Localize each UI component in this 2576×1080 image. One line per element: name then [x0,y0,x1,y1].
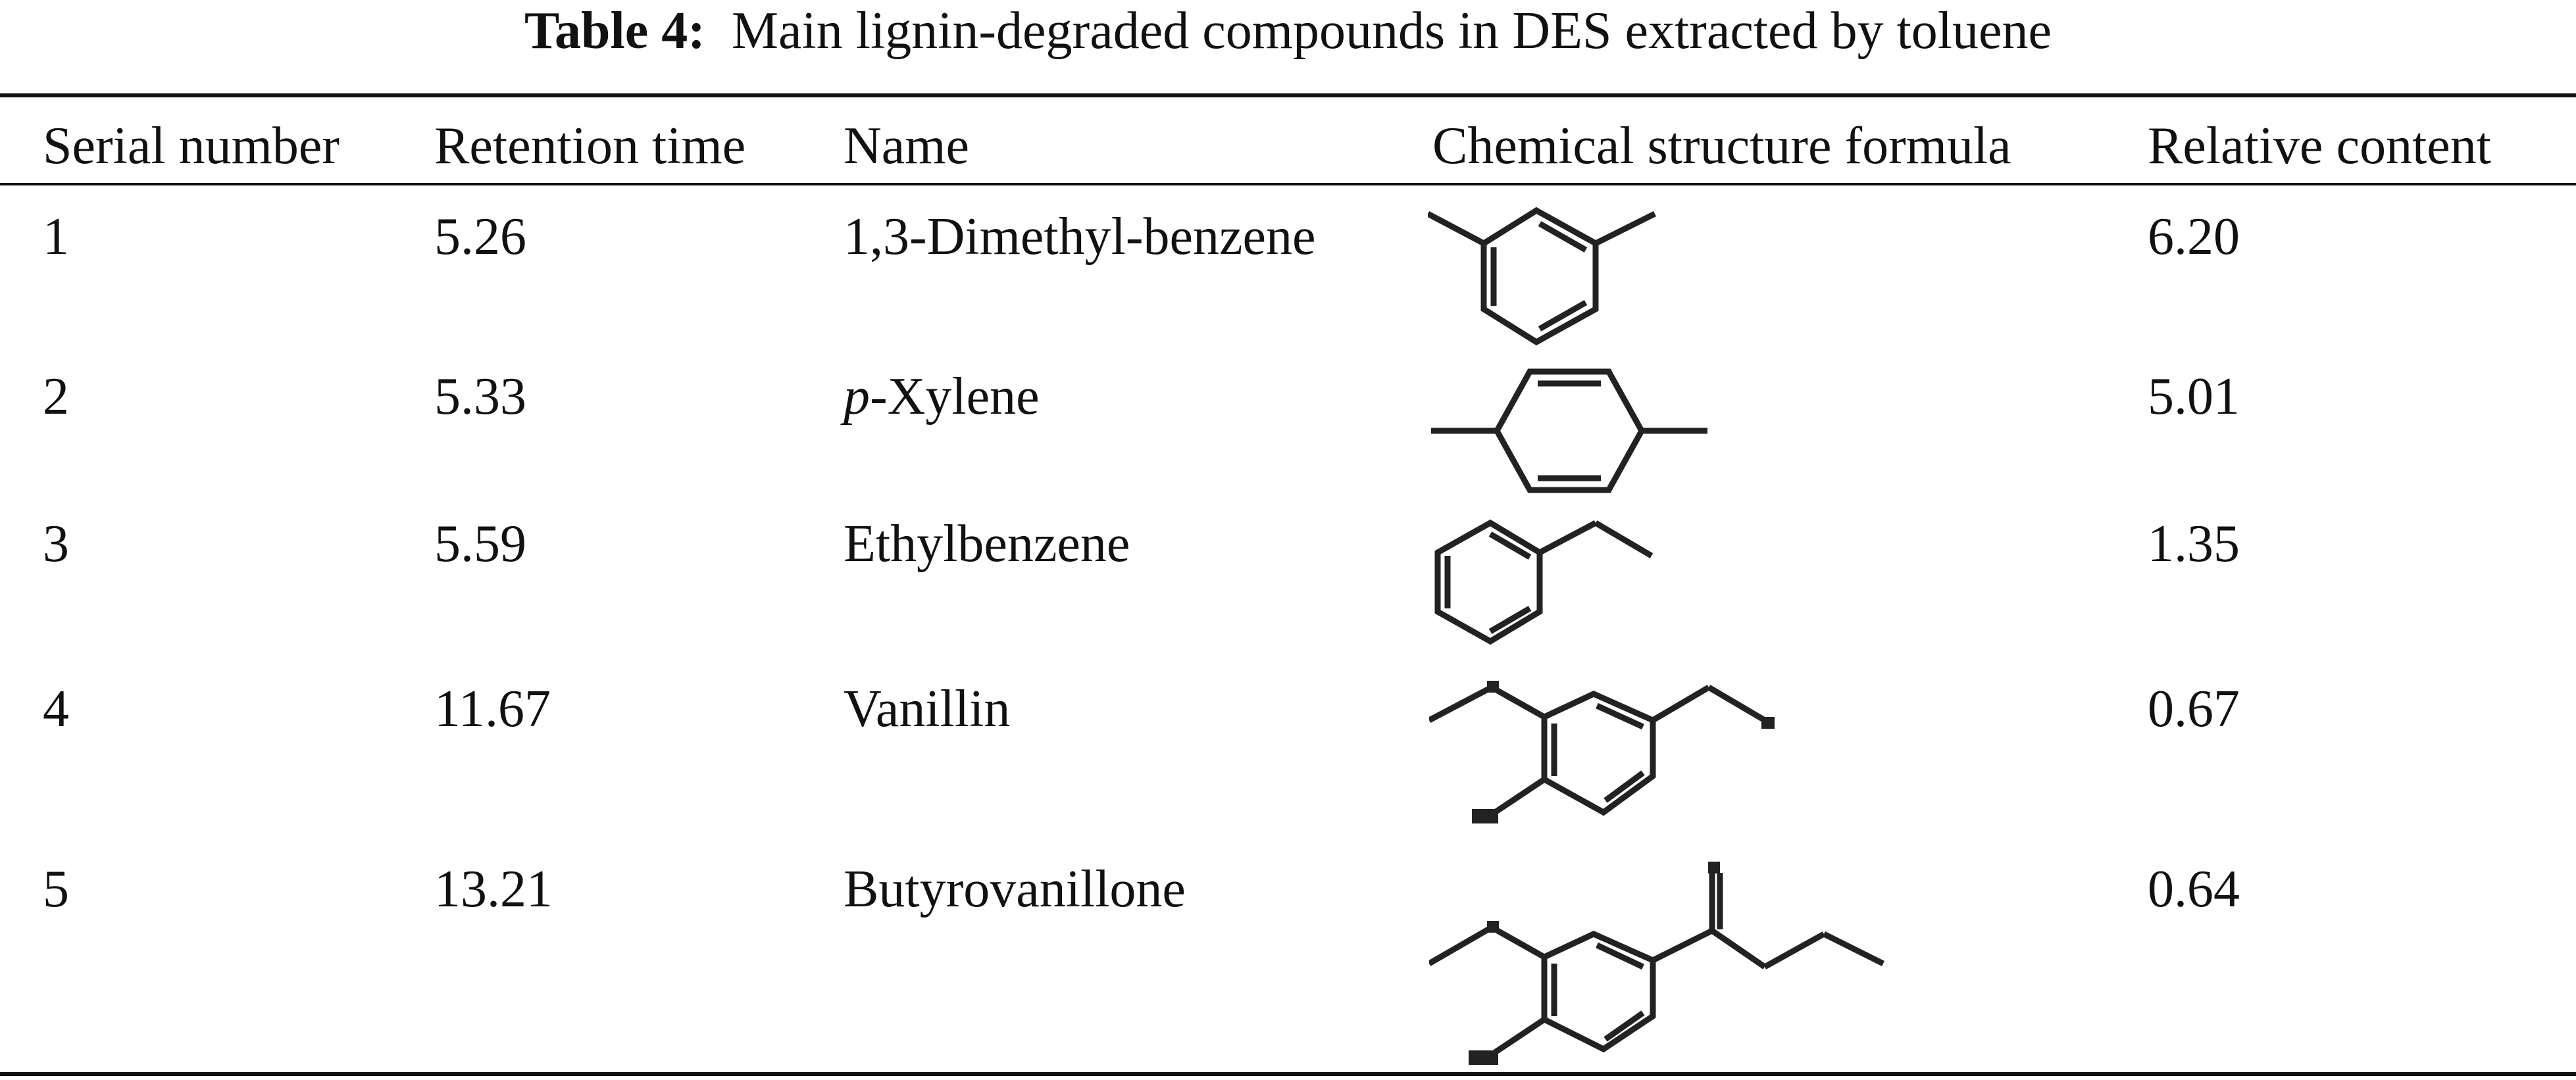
row-1-name: 1,3-Dimethyl-benzene [844,208,1316,266]
row-2-serial: 2 [43,368,69,426]
row-4-name: Vanillin [844,680,1011,738]
row-3-relative-content: 1.35 [2148,515,2240,573]
row-1-retention-time: 5.26 [434,208,526,266]
table-top-rule [0,93,2576,97]
butyrovanillone-structure-icon [1429,858,1903,1075]
column-header-retention-time: Retention time [434,117,746,175]
dimethylbenzene-structure-icon [1428,204,1665,349]
row-2-relative-content: 5.01 [2148,368,2240,426]
row-1-relative-content: 6.20 [2148,208,2240,266]
row-4-serial: 4 [43,680,69,738]
column-header-chemical-structure: Chemical structure formula [1432,117,2011,175]
row-2-name-rest: -Xylene [870,368,1040,426]
row-5-name: Butyrovanillone [844,860,1186,918]
row-3-serial: 3 [43,515,69,573]
p-xylene-structure-icon [1431,365,1714,497]
row-1-serial: 1 [43,208,69,266]
ethylbenzene-structure-icon [1428,516,1671,668]
column-header-name: Name [844,117,970,175]
row-2-name-prefix: p [844,368,870,426]
row-3-name: Ethylbenzene [844,515,1130,573]
table-header-rule [0,183,2576,185]
column-header-serial-number: Serial number [43,117,340,175]
row-5-retention-time: 13.21 [434,860,553,918]
row-2-name: p-Xylene [844,364,1040,430]
row-4-relative-content: 0.67 [2148,680,2240,738]
vanillin-structure-icon [1429,681,1798,839]
column-header-relative-content: Relative content [2148,117,2492,175]
row-5-serial: 5 [43,860,69,918]
table-caption-text: Main lignin-degraded compounds in DES ex… [731,2,2052,60]
row-5-relative-content: 0.64 [2148,860,2240,918]
row-2-retention-time: 5.33 [434,368,526,426]
table-bottom-rule [0,1072,2576,1076]
row-4-retention-time: 11.67 [434,680,551,738]
table-caption-label: Table 4: [524,2,705,60]
table-caption: Table 4: Main lignin-degraded compounds … [0,0,2576,62]
row-3-retention-time: 5.59 [434,515,526,573]
